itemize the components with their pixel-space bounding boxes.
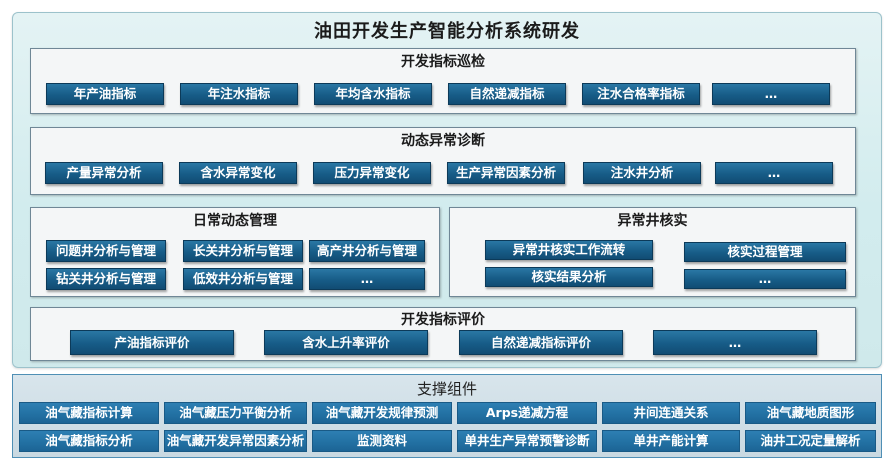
support-reservoir-index-analysis[interactable]: 油气藏指标分析 (19, 430, 159, 452)
btn-oil-evaluation[interactable]: 产油指标评价 (70, 330, 234, 355)
btn-check-result-analysis[interactable]: 核实结果分析 (485, 267, 653, 287)
panel-daily-management-title: 日常动态管理 (193, 213, 277, 229)
btn-problem-well[interactable]: 问题井分析与管理 (46, 240, 166, 262)
support-interwell-connectivity[interactable]: 井间连通关系 (602, 402, 740, 424)
btn-drill-shut-well[interactable]: 钻关井分析与管理 (46, 268, 166, 290)
btn-low-efficiency-well[interactable]: 低效井分析与管理 (183, 268, 303, 290)
panel-dev-evaluation-title: 开发指标评价 (401, 312, 485, 328)
btn-production-anomaly[interactable]: 产量异常分析 (45, 162, 163, 184)
support-arps-decline-equation[interactable]: Arps递减方程 (457, 402, 597, 424)
panel-dynamic-diagnosis-title: 动态异常诊断 (401, 133, 485, 149)
panel-dev-inspection: 开发指标巡检 年产油指标 年注水指标 年均含水指标 自然递减指标 注水合格率指标… (30, 48, 856, 114)
panel-abnormal-well-check-title: 异常井核实 (617, 213, 688, 229)
btn-annual-water-injection[interactable]: 年注水指标 (180, 83, 298, 105)
btn-annual-oil[interactable]: 年产油指标 (46, 83, 164, 105)
support-single-well-productivity[interactable]: 单井产能计算 (602, 430, 740, 452)
btn-dynamic-diagnosis-more[interactable]: … (715, 162, 833, 184)
panel-daily-management: 日常动态管理 问题井分析与管理 长关井分析与管理 高产井分析与管理 钻关井分析与… (30, 207, 440, 297)
support-monitoring-data[interactable]: 监测资料 (312, 430, 452, 452)
support-reservoir-anomaly-factor[interactable]: 油气藏开发异常因素分析 (164, 430, 307, 452)
btn-injection-pass-rate[interactable]: 注水合格率指标 (582, 83, 700, 105)
btn-natural-decline-evaluation[interactable]: 自然递减指标评价 (459, 330, 623, 355)
btn-check-workflow[interactable]: 异常井核实工作流转 (485, 240, 653, 260)
main-title: 油田开发生产智能分析系统研发 (314, 21, 580, 42)
panel-dev-evaluation: 开发指标评价 产油指标评价 含水上升率评价 自然递减指标评价 … (30, 307, 856, 361)
btn-avg-water-cut[interactable]: 年均含水指标 (314, 83, 432, 105)
support-title: 支撑组件 (416, 380, 477, 398)
btn-high-yield-well[interactable]: 高产井分析与管理 (309, 240, 425, 262)
btn-natural-decline[interactable]: 自然递减指标 (448, 83, 566, 105)
support-single-well-warning[interactable]: 单井生产异常预警诊断 (457, 430, 597, 452)
panel-dev-inspection-title: 开发指标巡检 (401, 54, 485, 70)
support-reservoir-geology-map[interactable]: 油气藏地质图形 (745, 402, 876, 424)
btn-pressure-anomaly[interactable]: 压力异常变化 (313, 162, 431, 184)
panel-abnormal-well-check: 异常井核实 异常井核实工作流转 核实过程管理 核实结果分析 … (449, 207, 856, 297)
btn-injection-well-analysis[interactable]: 注水井分析 (583, 162, 701, 184)
btn-check-process-management[interactable]: 核实过程管理 (684, 242, 846, 262)
btn-daily-management-more[interactable]: … (309, 268, 425, 290)
panel-dynamic-diagnosis: 动态异常诊断 产量异常分析 含水异常变化 压力异常变化 生产异常因素分析 注水井… (30, 127, 856, 195)
btn-production-factor-analysis[interactable]: 生产异常因素分析 (447, 162, 565, 184)
support-reservoir-index-calc[interactable]: 油气藏指标计算 (19, 402, 159, 424)
btn-dev-inspection-more[interactable]: … (712, 83, 830, 105)
support-reservoir-pressure-balance[interactable]: 油气藏压力平衡分析 (164, 402, 307, 424)
btn-water-cut-rise-evaluation[interactable]: 含水上升率评价 (264, 330, 428, 355)
support-reservoir-dev-law-prediction[interactable]: 油气藏开发规律预测 (312, 402, 452, 424)
support-oil-well-condition[interactable]: 油井工况定量解析 (745, 430, 876, 452)
btn-abnormal-well-check-more[interactable]: … (684, 269, 846, 289)
btn-dev-evaluation-more[interactable]: … (653, 330, 817, 355)
btn-long-shut-well[interactable]: 长关井分析与管理 (183, 240, 303, 262)
btn-water-cut-anomaly[interactable]: 含水异常变化 (179, 162, 297, 184)
